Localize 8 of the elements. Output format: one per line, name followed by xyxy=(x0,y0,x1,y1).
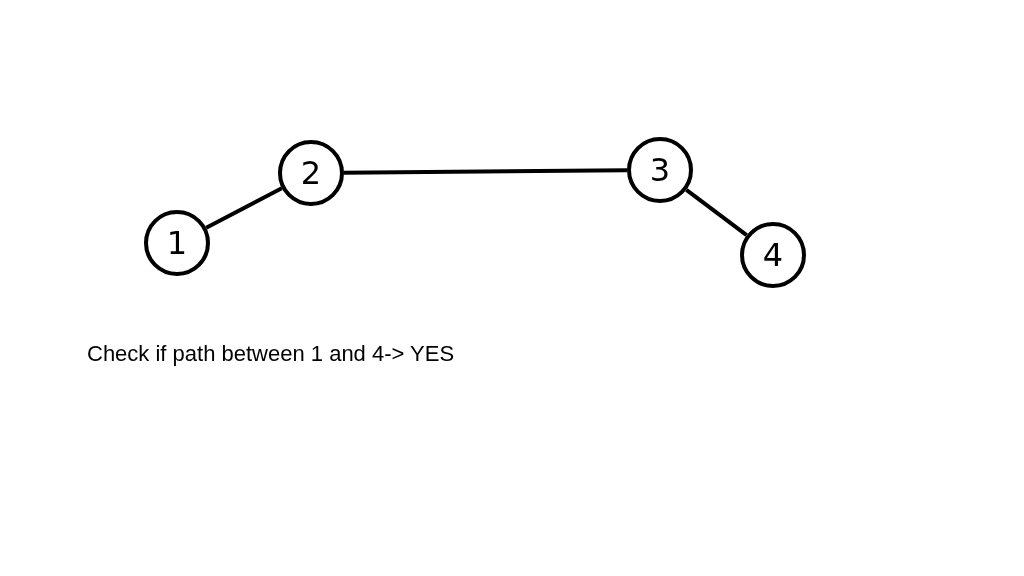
connector-line xyxy=(343,168,628,175)
connector-line xyxy=(685,188,748,237)
node-number: 3 xyxy=(649,154,671,186)
result-text: Check if path between 1 and 4-> YES xyxy=(87,341,455,367)
connector-line xyxy=(205,186,283,230)
node-number: 1 xyxy=(166,227,188,259)
node-number: 2 xyxy=(300,157,322,189)
node-number: 4 xyxy=(762,239,784,271)
